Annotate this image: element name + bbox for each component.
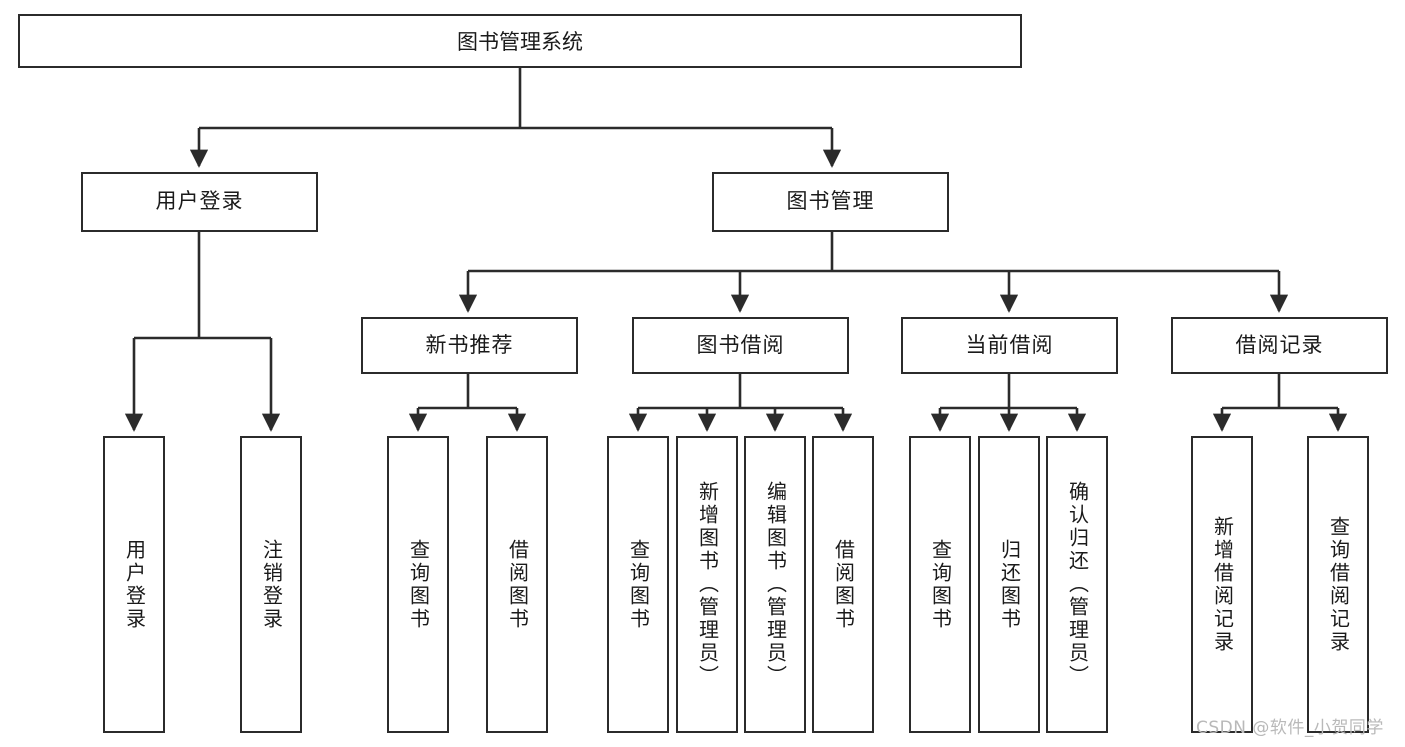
node-label: 借阅图书 — [831, 538, 856, 631]
node-label: 确认归还（管理员） — [1065, 481, 1090, 688]
leaf-user-login-login[interactable]: 用户登录 — [103, 436, 165, 733]
csdn-watermark: CSDN @软件_小贺同学 — [1196, 718, 1384, 738]
leaf-borrow-edit-book-admin[interactable]: 编辑图书（管理员） — [744, 436, 806, 733]
leaf-current-return-book[interactable]: 归还图书 — [978, 436, 1040, 733]
leaf-borrow-query-book[interactable]: 查询图书 — [607, 436, 669, 733]
node-label: 查询图书 — [626, 538, 651, 631]
node-root-system[interactable]: 图书管理系统 — [18, 14, 1022, 68]
node-label: 用户登录 — [122, 538, 147, 631]
leaf-borrow-borrow-book[interactable]: 借阅图书 — [812, 436, 874, 733]
node-label: 查询图书 — [928, 538, 953, 631]
leaf-current-query-book[interactable]: 查询图书 — [909, 436, 971, 733]
node-label: 查询借阅记录 — [1326, 515, 1351, 654]
leaf-record-query-record[interactable]: 查询借阅记录 — [1307, 436, 1369, 733]
node-new-book-recommend[interactable]: 新书推荐 — [361, 317, 578, 374]
node-label: 用户登录 — [155, 189, 244, 214]
leaf-recommend-query-book[interactable]: 查询图书 — [387, 436, 449, 733]
node-label: 新书推荐 — [425, 332, 514, 357]
node-label: 图书借阅 — [696, 332, 785, 357]
node-borrow-record[interactable]: 借阅记录 — [1171, 317, 1388, 374]
leaf-recommend-borrow-book[interactable]: 借阅图书 — [486, 436, 548, 733]
leaf-record-add-record[interactable]: 新增借阅记录 — [1191, 436, 1253, 733]
node-current-borrow[interactable]: 当前借阅 — [901, 317, 1118, 374]
node-label: 注销登录 — [259, 538, 284, 631]
leaf-user-login-logout[interactable]: 注销登录 — [240, 436, 302, 733]
leaf-borrow-add-book-admin[interactable]: 新增图书（管理员） — [676, 436, 738, 733]
node-label: 图书管理系统 — [457, 30, 583, 54]
node-label: 新增借阅记录 — [1210, 515, 1235, 654]
node-label: 新增图书（管理员） — [695, 481, 720, 688]
node-label: 图书管理 — [786, 189, 875, 214]
node-label: 查询图书 — [406, 538, 431, 631]
node-label: 借阅图书 — [505, 538, 530, 631]
node-user-login[interactable]: 用户登录 — [81, 172, 318, 232]
leaf-current-confirm-return-admin[interactable]: 确认归还（管理员） — [1046, 436, 1108, 733]
node-label: 归还图书 — [997, 538, 1022, 631]
node-book-management[interactable]: 图书管理 — [712, 172, 949, 232]
node-label: 当前借阅 — [965, 332, 1054, 357]
node-book-borrow[interactable]: 图书借阅 — [632, 317, 849, 374]
node-label: 编辑图书（管理员） — [763, 481, 788, 688]
node-label: 借阅记录 — [1235, 332, 1324, 357]
